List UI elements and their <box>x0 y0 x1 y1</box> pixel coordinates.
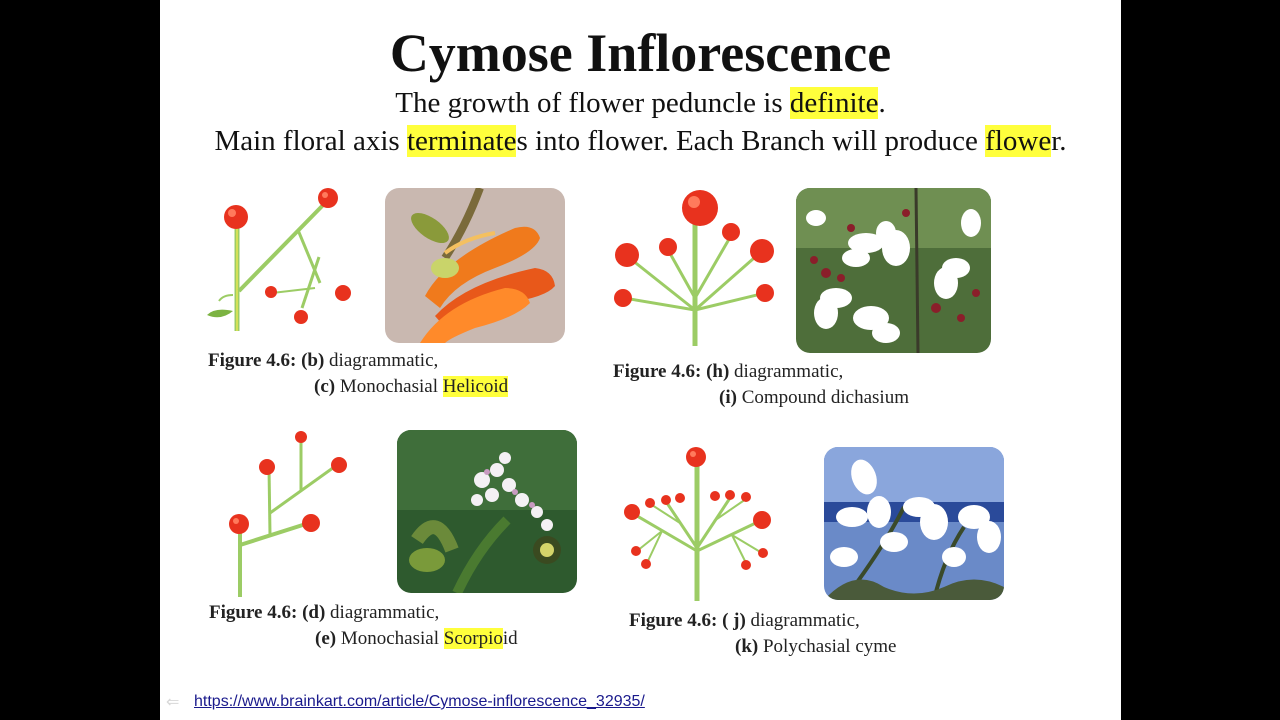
compound-dichasium-photo <box>796 188 991 353</box>
subtitle-line-1: The growth of flower peduncle is definit… <box>160 85 1121 121</box>
figure-part-text: diagrammatic, <box>325 602 440 623</box>
figure-part-text: diagrammatic, <box>745 610 860 631</box>
figure-part-highlight: Helicoid <box>442 376 509 397</box>
figure-j-k-caption: Figure 4.6: ( j) diagrammatic, (k) Polyc… <box>629 608 896 660</box>
figure-part-label: (d) <box>302 602 326 623</box>
source-link[interactable]: https://www.brainkart.com/article/Cymose… <box>194 693 645 710</box>
subtitle-line-2: Main floral axis terminates into flower.… <box>160 123 1121 159</box>
subtitle-2-highlight-2: flowe <box>985 125 1052 157</box>
figure-label: Figure 4.6: <box>613 361 702 382</box>
figure-part-label: (k) <box>735 636 759 657</box>
scorpioid-diagram <box>229 431 347 597</box>
figure-part-label: (e) <box>315 628 337 649</box>
figure-part-text: Compound dichasium <box>736 387 909 408</box>
subtitle-1-text: The growth of flower peduncle is <box>395 87 790 119</box>
left-arrow-icon[interactable]: ⇐ <box>166 692 180 711</box>
helicoid-diagram <box>207 188 351 331</box>
slide-title: Cymose Inflorescence <box>389 23 892 83</box>
figure-part-text: Monochasial <box>335 376 443 397</box>
polychasial-photo <box>824 447 1004 600</box>
figure-part-label: ( j) <box>722 610 746 631</box>
figure-part-label: (h) <box>706 361 730 382</box>
subtitle-2-part2: s into flower. Each Branch will produce <box>516 125 986 157</box>
compound-dichasium-diagram <box>614 190 774 346</box>
figure-d-e-caption: Figure 4.6: (d) diagrammatic, (e) Monoch… <box>209 600 518 652</box>
figure-b-c-caption: Figure 4.6: (b) diagrammatic, (c) Monoch… <box>208 348 509 400</box>
figure-part-after: id <box>502 628 518 649</box>
slide: Cymose Inflorescence The growth of flowe… <box>160 0 1121 720</box>
figure-label: Figure 4.6: <box>209 602 298 623</box>
subtitle-1-after: . <box>878 87 886 119</box>
figure-part-label: (c) <box>314 376 336 397</box>
figure-part-text: diagrammatic, <box>324 350 439 371</box>
figure-part-highlight: Scorpio <box>443 628 503 649</box>
figure-part-text: Polychasial cyme <box>758 636 897 657</box>
subtitle-1-highlight: definite <box>789 87 879 119</box>
figure-part-label: (i) <box>719 387 737 408</box>
figure-part-label: (b) <box>301 350 325 371</box>
figure-h-i-caption: Figure 4.6: (h) diagrammatic, (i) Compou… <box>613 359 909 411</box>
helicoid-photo <box>385 188 565 343</box>
figure-label: Figure 4.6: <box>208 350 297 371</box>
figure-part-text: diagrammatic, <box>729 361 844 382</box>
figure-label: Figure 4.6: <box>629 610 718 631</box>
polychasial-diagram <box>624 447 771 601</box>
subtitle-2-highlight-1: terminate <box>406 125 517 157</box>
subtitle-2-part3: r. <box>1051 125 1067 157</box>
scorpioid-photo <box>397 430 577 593</box>
figure-part-text: Monochasial <box>336 628 444 649</box>
subtitle-2-part1: Main floral axis <box>214 125 407 157</box>
